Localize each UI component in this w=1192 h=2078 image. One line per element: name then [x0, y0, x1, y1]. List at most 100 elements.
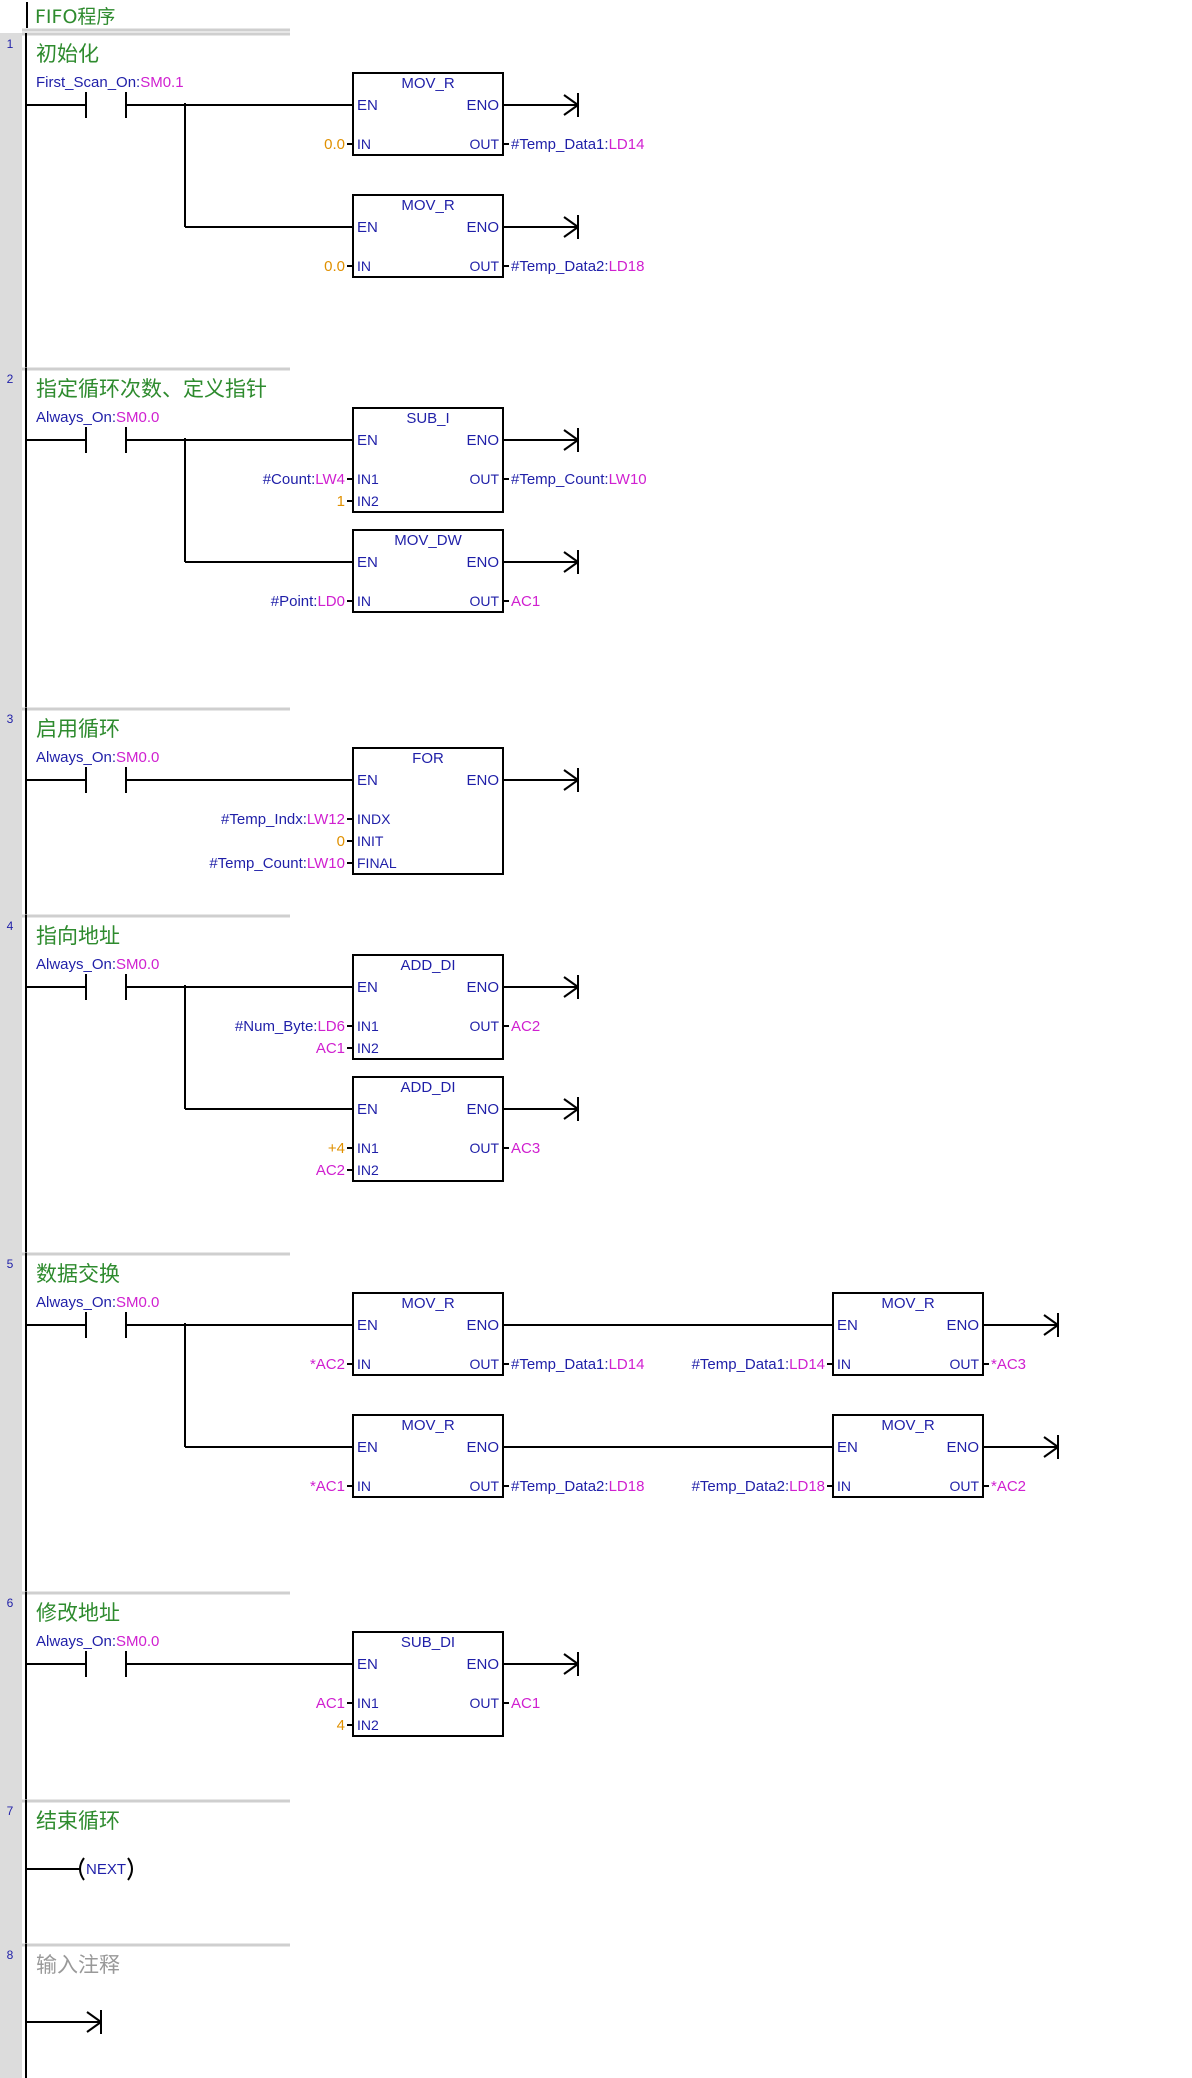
operand-label[interactable]: #Count:LW4 — [263, 471, 345, 488]
operand-label[interactable]: *AC1 — [310, 1478, 345, 1495]
network-title[interactable]: 指定循环次数、定义指针 — [36, 377, 267, 401]
contact-operand[interactable]: Always_On:SM0.0 — [36, 749, 159, 766]
network-title[interactable]: 输入注释 — [36, 1953, 120, 1977]
operand-label[interactable]: AC1 — [511, 593, 540, 610]
operand-symbol: First_Scan_On — [36, 74, 136, 91]
network-title[interactable]: 修改地址 — [36, 1601, 120, 1625]
pin-name: OUT — [469, 1140, 499, 1156]
operand-label[interactable]: +4 — [328, 1140, 345, 1157]
operand-label[interactable]: #Temp_Count:LW10 — [511, 471, 647, 488]
normally-open-contact[interactable] — [85, 427, 127, 453]
network-gutter — [0, 1592, 22, 1800]
pin-name: OUT — [949, 1356, 979, 1372]
pin-name: OUT — [469, 471, 499, 487]
operand-label[interactable]: AC3 — [511, 1140, 540, 1157]
network-gutter — [0, 1253, 22, 1592]
operand-label[interactable]: #Temp_Indx:LW12 — [221, 811, 345, 828]
operand-label[interactable]: #Temp_Data2:LD18 — [511, 258, 644, 275]
operand-address: AC1 — [316, 1040, 345, 1057]
operand-separator: : — [604, 1478, 608, 1495]
normally-open-contact[interactable] — [85, 92, 127, 118]
operand-label[interactable]: #Temp_Data1:LD14 — [511, 136, 644, 153]
normally-open-contact[interactable] — [85, 1312, 127, 1338]
operand-label[interactable]: #Temp_Data1:LD14 — [511, 1356, 644, 1373]
arrow-head-upper — [563, 429, 579, 441]
operand-label[interactable]: #Temp_Data1:LD14 — [692, 1356, 825, 1373]
operand-label[interactable]: 0.0 — [324, 258, 345, 275]
pin-en: EN — [357, 979, 378, 996]
operand-label[interactable]: #Temp_Data2:LD18 — [511, 1478, 644, 1495]
contact-operand[interactable]: Always_On:SM0.0 — [36, 409, 159, 426]
normally-open-contact[interactable] — [85, 1651, 127, 1677]
network-title[interactable]: 启用循环 — [36, 717, 120, 741]
network-title[interactable]: 结束循环 — [36, 1809, 120, 1833]
enable-out-arrow — [503, 975, 579, 999]
pin-eno: ENO — [946, 1317, 979, 1334]
operand-label[interactable]: *AC2 — [991, 1478, 1026, 1495]
operand-label[interactable]: #Temp_Data2:LD18 — [692, 1478, 825, 1495]
arrow-head-lower — [563, 226, 579, 238]
operand-label[interactable]: AC2 — [511, 1018, 540, 1035]
operand-label[interactable]: *AC2 — [310, 1356, 345, 1373]
arrow-head-lower — [563, 561, 579, 573]
next-coil[interactable]: NEXT — [79, 1857, 133, 1881]
network-title[interactable]: 初始化 — [36, 42, 99, 66]
enable-out-arrow — [503, 768, 579, 792]
operand-label[interactable]: *AC3 — [991, 1356, 1026, 1373]
network-title[interactable]: 数据交换 — [36, 1262, 120, 1286]
operand-address: LD14 — [609, 136, 645, 153]
operand-address: LD14 — [789, 1356, 825, 1373]
normally-open-contact[interactable] — [85, 767, 127, 793]
operand-label[interactable]: AC2 — [316, 1162, 345, 1179]
enable-out-arrow — [503, 428, 579, 452]
contact-operand[interactable]: Always_On:SM0.0 — [36, 1633, 159, 1650]
operand-separator: : — [303, 855, 307, 872]
operand-separator: : — [604, 471, 608, 488]
pin-name: OUT — [469, 258, 499, 274]
arrow-head-lower — [563, 986, 579, 998]
network-title[interactable]: 指向地址 — [36, 924, 120, 948]
contact-operand[interactable]: First_Scan_On:SM0.1 — [36, 74, 184, 91]
function-block-name: MOV_R — [881, 1295, 935, 1312]
operand-label[interactable]: AC1 — [511, 1695, 540, 1712]
operand-label[interactable]: #Point:LD0 — [271, 593, 345, 610]
contact-operand[interactable]: Always_On:SM0.0 — [36, 1294, 159, 1311]
operand-symbol: Always_On — [36, 1633, 112, 1650]
operand-label[interactable]: 0.0 — [324, 136, 345, 153]
operand-separator: : — [311, 471, 315, 488]
operand-address: LW10 — [307, 855, 345, 872]
operand-label[interactable]: AC1 — [316, 1040, 345, 1057]
operand-label[interactable]: 1 — [337, 493, 345, 510]
pin-name: IN — [357, 136, 371, 152]
operand-label[interactable]: #Temp_Count:LW10 — [209, 855, 345, 872]
operand-label[interactable]: AC1 — [316, 1695, 345, 1712]
operand-label[interactable]: 4 — [337, 1717, 345, 1734]
contact-operand[interactable]: Always_On:SM0.0 — [36, 956, 159, 973]
normally-open-contact[interactable] — [85, 974, 127, 1000]
arrow-head-upper — [563, 976, 579, 988]
network-number: 3 — [7, 712, 14, 726]
operand-label[interactable]: 0 — [337, 833, 345, 850]
operand-label[interactable]: #Num_Byte:LD6 — [235, 1018, 345, 1035]
